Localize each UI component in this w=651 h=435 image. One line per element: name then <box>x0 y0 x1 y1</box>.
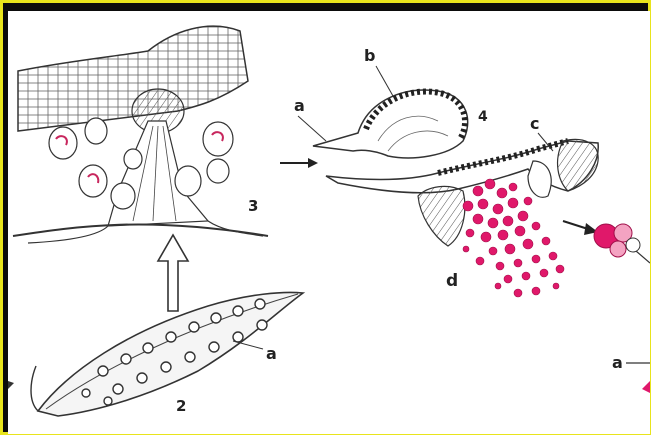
figure-4-label-d: d <box>446 271 458 291</box>
figure-4-label-c: c <box>530 114 539 133</box>
figure-4-label-b: b <box>364 46 375 65</box>
diagram-canvas: 3 a <box>8 11 650 434</box>
right-edge-annotation: a <box>612 353 650 393</box>
left-edge-fragment <box>8 381 14 389</box>
figure-3-leaf-section: 3 <box>13 26 268 243</box>
figure-4-number: 4 <box>478 109 488 125</box>
up-arrow <box>158 235 188 311</box>
figure-2-leaf: a 2 <box>31 292 303 416</box>
right-edge-label-a: a <box>612 353 623 372</box>
open-capsule <box>418 186 465 246</box>
figure-2-label-a: a <box>266 344 277 363</box>
figure-4-sporangia: a b 4 c <box>280 46 650 297</box>
figure-4-label-a: a <box>294 96 305 115</box>
germinating-spore <box>594 224 650 263</box>
figure-2-number: 2 <box>176 397 186 415</box>
figure-3-number: 3 <box>248 197 258 215</box>
diagram-svg: 3 a <box>8 11 650 434</box>
released-spores <box>463 179 564 297</box>
